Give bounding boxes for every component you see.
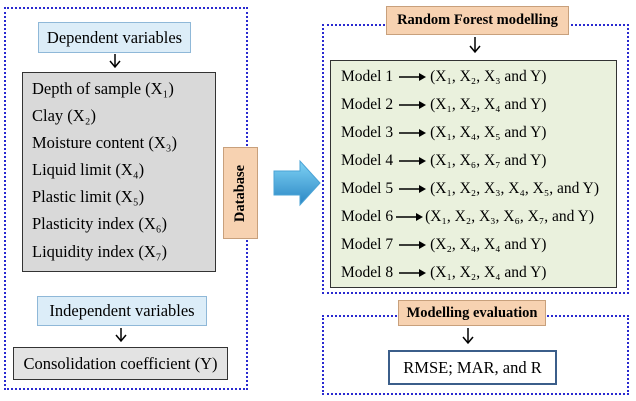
model-name: Model 1	[341, 68, 394, 85]
model-name: Model 5	[341, 180, 394, 197]
model-name: Model 7	[341, 236, 394, 253]
right-arrow-icon	[399, 185, 427, 193]
model-name: Model 4	[341, 152, 394, 169]
variable-item: Clay (X₂)	[32, 106, 96, 125]
model-row-7: Model 7 (X₂, X₄, X₄ and Y)	[341, 236, 546, 254]
model-row-8: Model 8 (X₁, X₂, X₄ and Y)	[341, 264, 546, 282]
variable-item: Plasticity index (X₆)	[32, 214, 167, 233]
model-name: Model 3	[341, 124, 394, 141]
right-arrow-icon	[399, 129, 427, 137]
model-row-1: Model 1 (X₁, X₂, X₃ and Y)	[341, 68, 546, 86]
down-arrow-icon	[109, 54, 121, 69]
model-inputs: (X₁, X₂, X₃ and Y)	[430, 68, 547, 85]
model-inputs: (X₁, X₂, X₄ and Y)	[430, 96, 547, 113]
model-inputs: (X₁, X₄, X₅ and Y)	[430, 124, 547, 141]
model-inputs: (X₁, X₂, X₃, X₆, X₇, and Y)	[425, 208, 595, 225]
model-name: Model 8	[341, 264, 394, 281]
model-inputs: (X₁, X₂, X₃, X₄, X₅, and Y)	[430, 180, 600, 197]
model-inputs: (X₂, X₄, X₄ and Y)	[430, 236, 547, 253]
consolidation-coefficient-box: Consolidation coefficient (Y)	[13, 347, 228, 380]
dependent-variables-list: Depth of sample (X₁) Clay (X₂) Moisture …	[22, 72, 216, 272]
down-arrow-icon	[469, 37, 481, 54]
variable-item: Moisture content (X₃)	[32, 133, 178, 152]
right-arrow-icon	[396, 213, 424, 221]
variable-item: Liquidity index (X₇)	[32, 242, 167, 261]
right-arrow-icon	[399, 101, 427, 109]
right-arrow-icon	[399, 269, 427, 277]
right-arrow-icon	[399, 73, 427, 81]
variable-item: Liquid limit (X₄)	[32, 160, 145, 179]
random-forest-label: Random Forest modelling	[386, 6, 569, 35]
model-row-3: Model 3 (X₁, X₄, X₅ and Y)	[341, 124, 546, 142]
models-panel: Model 1 (X₁, X₂, X₃ and Y) Model 2 (X₁, …	[330, 60, 617, 288]
model-row-6: Model 6 (X₁, X₂, X₃, X₆, X₇, and Y)	[341, 208, 594, 226]
down-arrow-icon	[462, 328, 474, 345]
model-row-5: Model 5 (X₁, X₂, X₃, X₄, X₅, and Y)	[341, 180, 599, 198]
model-inputs: (X₁, X₂, X₄ and Y)	[430, 264, 547, 281]
metrics-box: RMSE; MAR, and R	[388, 350, 557, 385]
flow-arrow-icon	[273, 159, 321, 207]
model-name: Model 6	[341, 208, 394, 225]
modelling-evaluation-label: Modelling evaluation	[398, 300, 546, 326]
model-name: Model 2	[341, 96, 394, 113]
independent-variables-label: Independent variables	[37, 296, 207, 326]
right-arrow-icon	[399, 241, 427, 249]
model-row-4: Model 4 (X₁, X₆, X₇ and Y)	[341, 152, 546, 170]
variable-item: Plastic limit (X₅)	[32, 187, 145, 206]
model-inputs: (X₁, X₆, X₇ and Y)	[430, 152, 547, 169]
down-arrow-icon	[115, 328, 127, 343]
variable-item: Depth of sample (X₁)	[32, 79, 174, 98]
model-row-2: Model 2 (X₁, X₂, X₄ and Y)	[341, 96, 546, 114]
dependent-variables-label: Dependent variables	[38, 22, 191, 53]
right-arrow-icon	[399, 157, 427, 165]
database-label: Database	[223, 147, 258, 239]
